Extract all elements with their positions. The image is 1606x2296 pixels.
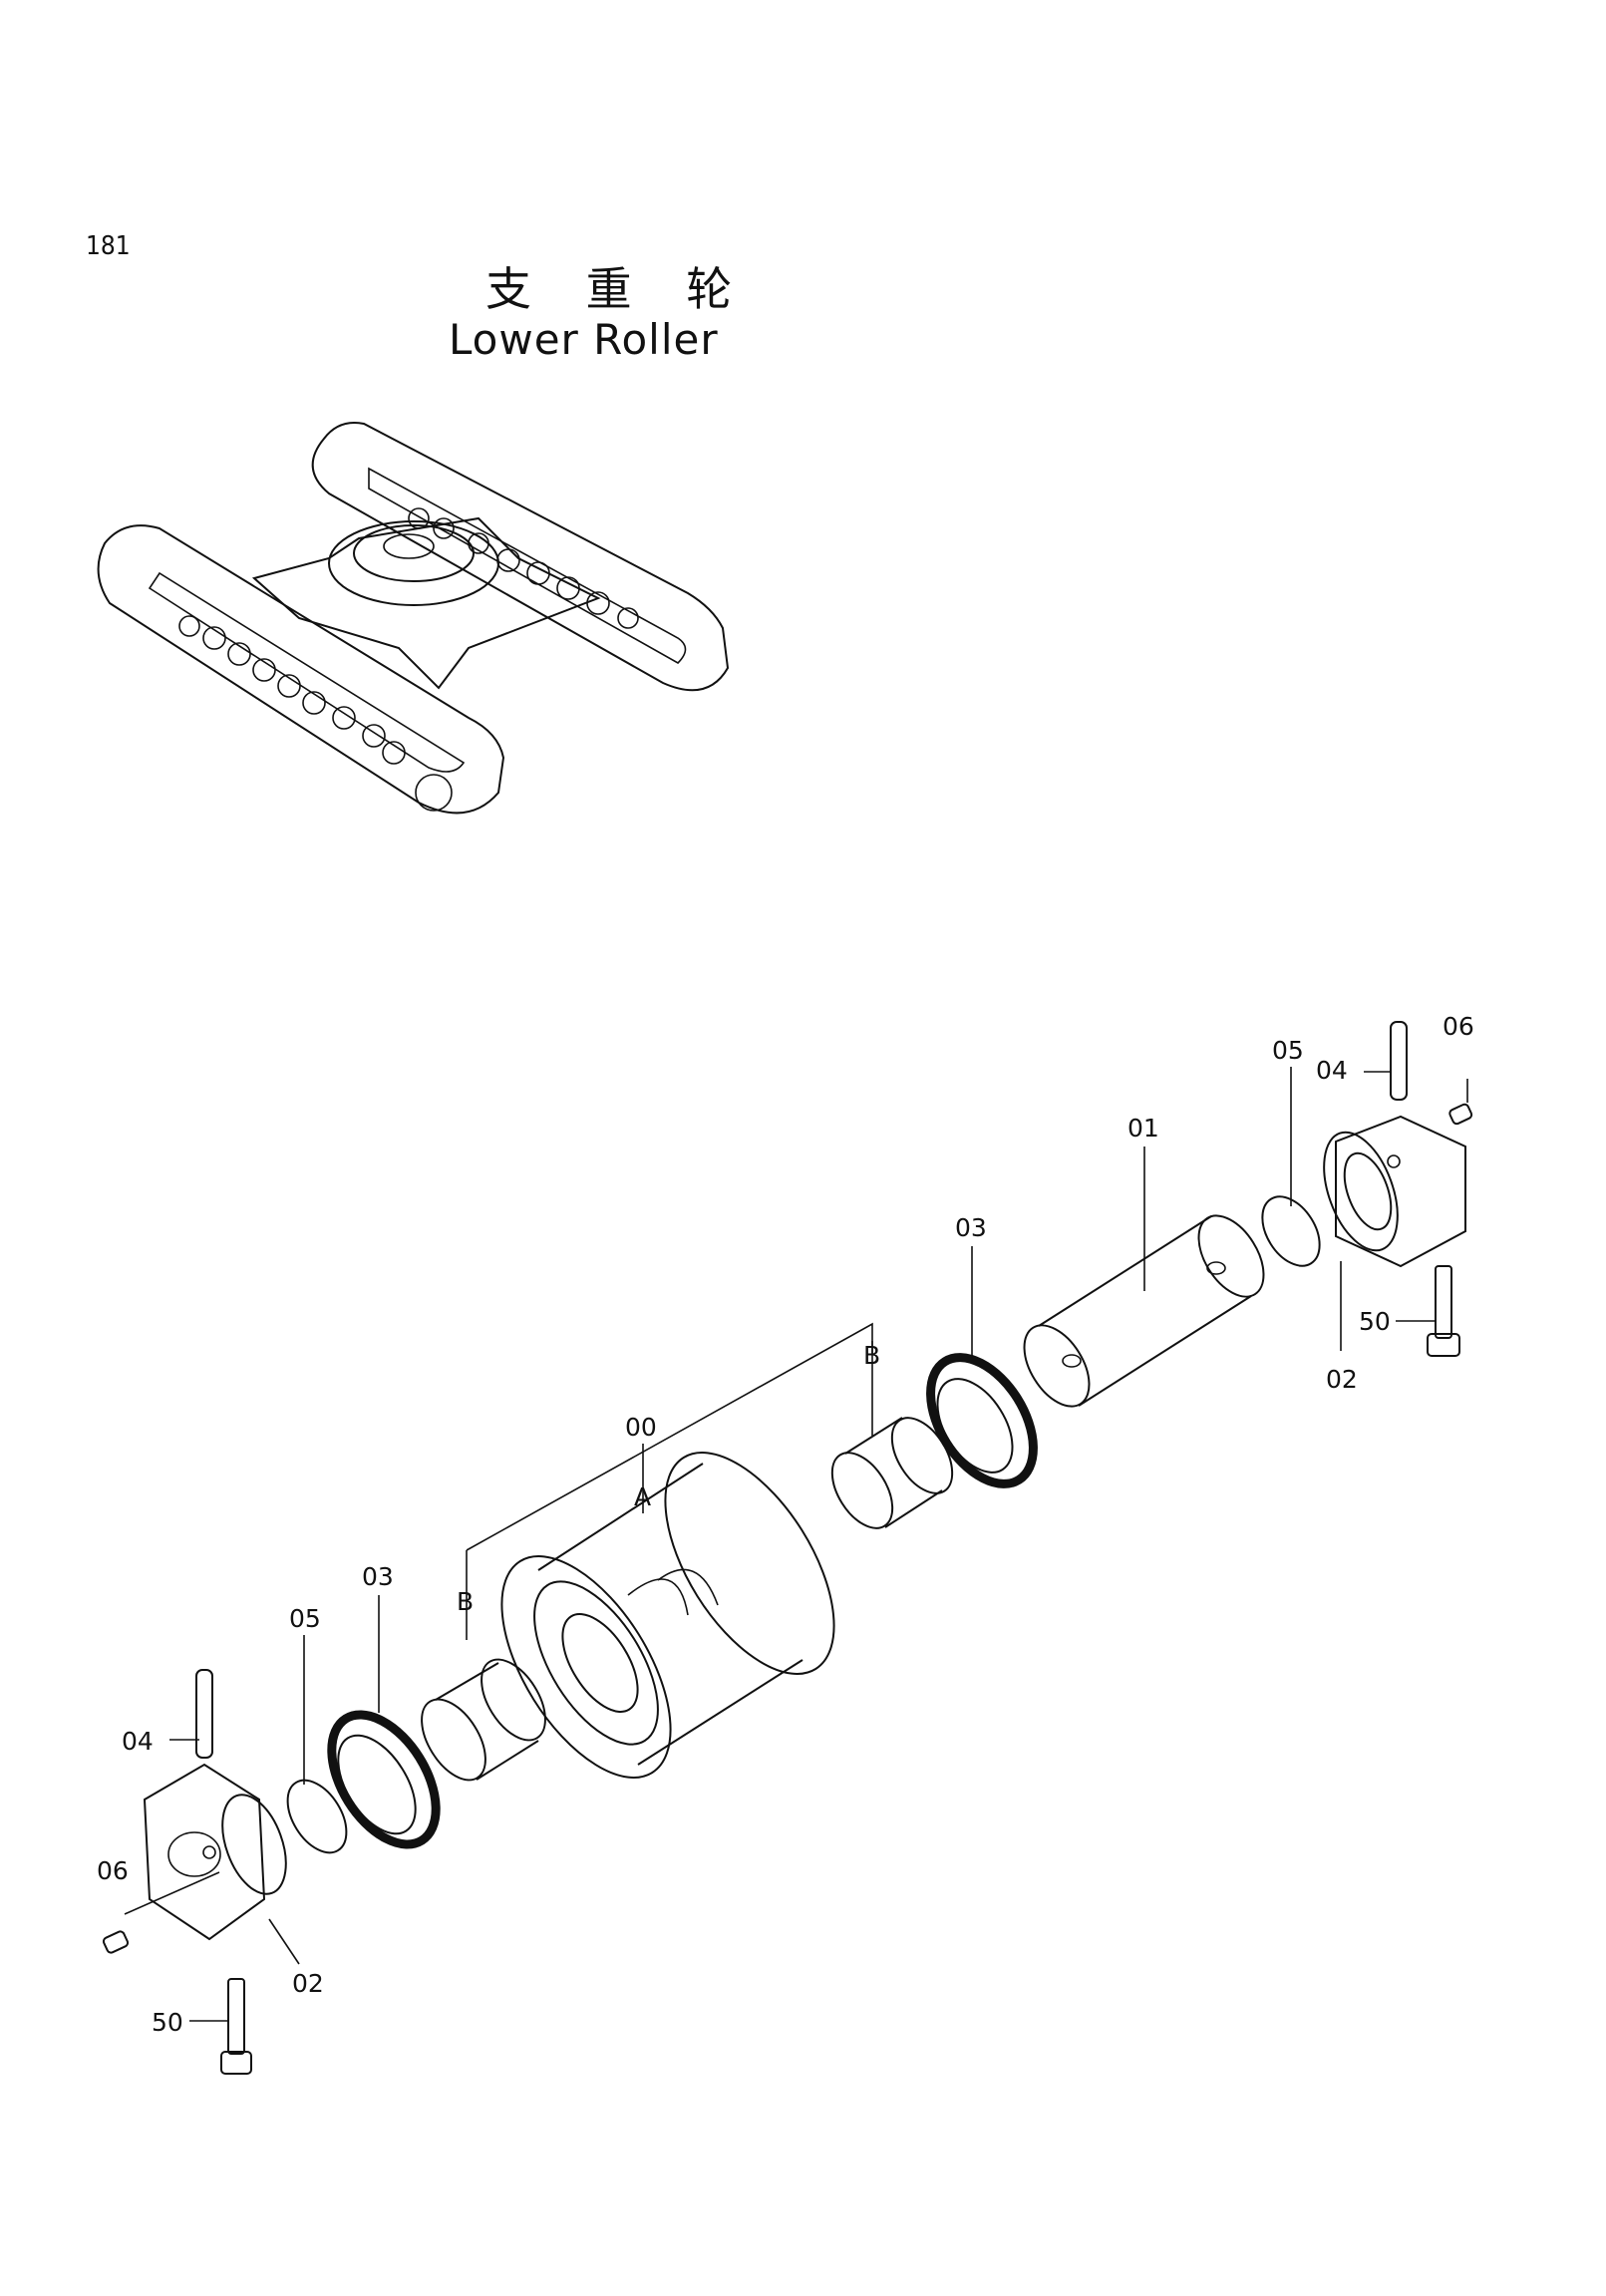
lower-roller-exploded-view <box>102 1021 1473 2075</box>
label-05-left: 05 <box>289 1604 321 1633</box>
floating-seal-right <box>926 1353 1038 1488</box>
label-B-left: B <box>457 1587 474 1616</box>
bushing-left <box>421 1658 546 1782</box>
label-50-right: 50 <box>1359 1307 1391 1336</box>
shaft <box>1023 1214 1265 1408</box>
label-06-left: 06 <box>97 1856 129 1885</box>
label-A: A <box>634 1482 651 1511</box>
label-B-right: B <box>863 1341 880 1370</box>
plug-left <box>102 1930 130 1954</box>
bolt-left <box>220 1978 252 2075</box>
label-00: 00 <box>625 1413 657 1442</box>
pin-right <box>1390 1021 1408 1101</box>
o-ring-left <box>286 1779 348 1854</box>
label-04-left: 04 <box>122 1727 154 1756</box>
plug-right <box>1448 1103 1473 1126</box>
page-number: 181 <box>86 231 131 261</box>
title-english: Lower Roller <box>449 315 719 364</box>
label-50-left: 50 <box>152 2008 183 2037</box>
floating-seal-left <box>327 1710 441 1849</box>
collar-left <box>143 1763 287 1941</box>
bolt-right <box>1427 1265 1460 1357</box>
undercarriage-overview-illustration <box>97 422 730 815</box>
label-06-right: 06 <box>1443 1012 1474 1041</box>
label-05-right: 05 <box>1272 1036 1304 1065</box>
label-01: 01 <box>1127 1114 1159 1143</box>
roller-body <box>500 1452 835 1779</box>
label-02-left: 02 <box>292 1969 324 1998</box>
pin-left <box>195 1669 213 1759</box>
label-03-right: 03 <box>955 1213 987 1242</box>
label-02-right: 02 <box>1326 1365 1358 1394</box>
leader-lines <box>124 1067 1468 2022</box>
title-chinese: 支 重 轮 <box>485 262 753 316</box>
o-ring-right <box>1261 1195 1321 1267</box>
label-04-right: 04 <box>1316 1056 1348 1085</box>
label-03-left: 03 <box>362 1562 394 1591</box>
collar-right <box>1323 1115 1466 1268</box>
